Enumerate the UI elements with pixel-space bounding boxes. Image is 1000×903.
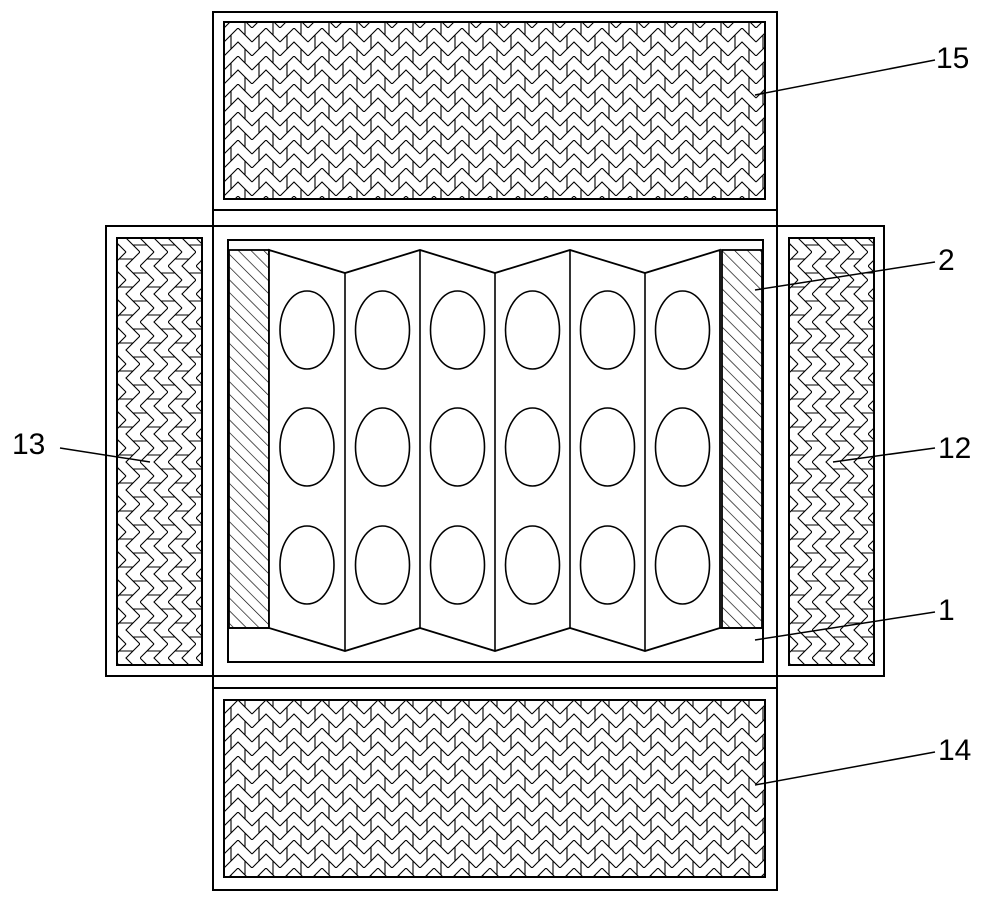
panel-hole [579,525,636,605]
label-1: 1 [938,594,955,627]
panel-hole [354,290,411,370]
panel-hole [579,290,636,370]
panel-hole [279,290,335,370]
panel-hole [429,525,486,605]
panel-hole [579,407,636,487]
label-2: 2 [938,244,955,277]
panel-hole [354,407,411,487]
label-12: 12 [938,432,971,465]
panel-hole [279,407,335,487]
panel-hole [504,290,561,370]
central-base [212,209,778,689]
leader-12 [832,447,936,463]
panel-hole [654,525,711,605]
bottom-flap [212,687,778,891]
panel-hole [429,407,486,487]
right-hatched-strip [721,249,763,629]
panel-hole [354,525,411,605]
leader-14 [754,751,936,786]
label-15: 15 [936,42,969,75]
folding-panel [268,248,721,652]
panel-hole [504,407,561,487]
panel-hole [504,525,561,605]
panel-hole [654,290,711,370]
leader-1 [754,611,936,641]
leader-15 [754,59,936,96]
right-flap [776,225,885,677]
leader-13 [59,447,151,463]
left-flap [105,225,214,677]
panel-hole [279,525,335,605]
panel-hole [654,407,711,487]
label-14: 14 [938,734,971,767]
leader-2 [754,261,936,291]
leader-lines [59,59,936,786]
top-flap [212,11,778,211]
left-hatched-strip [228,249,270,629]
panel-hole [429,290,486,370]
label-13: 13 [12,428,45,461]
